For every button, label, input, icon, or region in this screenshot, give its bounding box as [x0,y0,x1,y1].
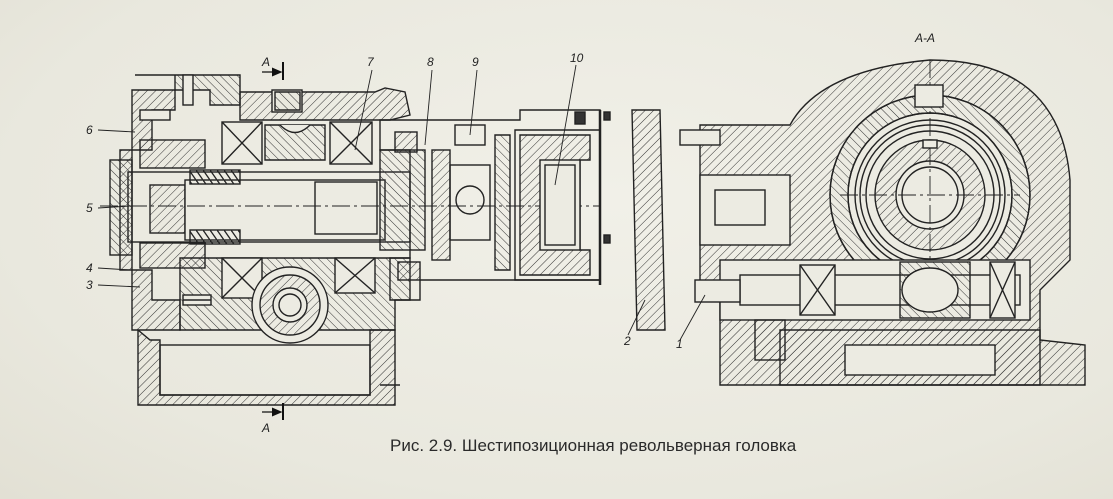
section-mark-bottom-label: А [261,421,270,435]
callout-2: 2 [623,334,631,348]
callout-1: 1 [676,337,683,351]
callout-6: 6 [86,123,93,137]
callout-4: 4 [86,261,93,275]
callout-3: 3 [86,278,93,292]
turret-disc [631,109,666,331]
callout-5: 5 [86,201,93,215]
section-marks [262,62,284,420]
callout-8: 8 [427,55,434,69]
callout-7: 7 [367,55,375,69]
section-a-a-view [679,59,1086,386]
callout-labels: 6 5 4 3 7 8 9 10 2 1 А А А-А [86,31,935,435]
section-title-a-a: А-А [914,31,935,45]
leader-lines [97,64,706,341]
callout-10: 10 [570,51,584,65]
main-section-view [100,74,611,406]
section-mark-top-label: А [261,55,270,69]
figure-caption: Рис. 2.9. Шестипозиционная револьверная … [390,436,797,455]
callout-9: 9 [472,55,479,69]
